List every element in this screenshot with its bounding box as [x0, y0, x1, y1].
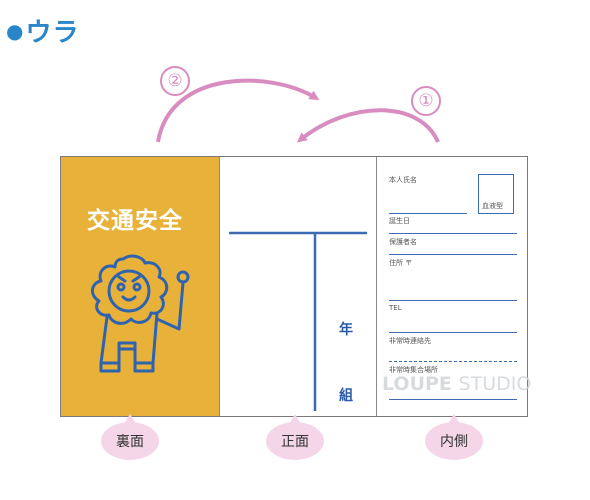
- heading-text: ウラ: [25, 18, 80, 48]
- emergency-meeting-rule: [389, 399, 517, 400]
- address-label: 住所 〒: [389, 259, 413, 267]
- emergency-contact-label: 非常時連絡先: [389, 337, 431, 345]
- bullet-icon: ●: [6, 19, 25, 43]
- front-bubble-label: 正面: [266, 414, 324, 460]
- step-one-number: ①: [411, 86, 441, 116]
- address-rule: [389, 300, 517, 301]
- tel-label: TEL: [389, 304, 402, 312]
- step-two-number: ②: [160, 66, 190, 96]
- back-bubble-label: 裏面: [101, 414, 159, 460]
- guardian-label: 保護者名: [389, 238, 417, 246]
- card-sheet: 交通安全: [60, 156, 528, 417]
- back-panel: 交通安全: [61, 157, 220, 416]
- front-lines: [229, 231, 367, 411]
- name-label: 本人氏名: [389, 176, 417, 184]
- front-bubble: 正面: [266, 414, 324, 460]
- guardian-rule: [389, 254, 517, 255]
- birthday-label: 誕生日: [389, 217, 410, 225]
- inner-bubble-label: 内側: [425, 414, 483, 460]
- page-heading: ●ウラ: [6, 12, 79, 49]
- watermark-text-a: LOUPE: [382, 373, 452, 395]
- arrow-step-one: [296, 108, 440, 143]
- lion-icon: [91, 254, 190, 373]
- emergency-meeting-label: 非常時集合場所: [389, 366, 438, 374]
- watermark: LOUPE STUDIO: [382, 373, 531, 395]
- inner-panel: 本人氏名 血液型 誕生日 保護者名 住所 〒 TEL 非常時連絡先 非常時集合場…: [376, 157, 527, 416]
- blood-type-box: 血液型: [478, 174, 514, 214]
- fold-arrows: [156, 78, 440, 143]
- emergency-contact-rule: [389, 361, 517, 362]
- watermark-text-b: STUDIO: [458, 373, 532, 395]
- arrow-step-two: [156, 78, 320, 143]
- year-label: 年: [339, 322, 353, 338]
- tel-rule: [389, 332, 517, 333]
- birthday-rule: [389, 233, 517, 234]
- name-rule: [389, 213, 467, 214]
- inner-bubble: 内側: [425, 414, 483, 460]
- blood-type-label: 血液型: [482, 202, 503, 210]
- front-panel: 年 組: [219, 157, 377, 416]
- back-bubble: 裏面: [101, 414, 159, 460]
- back-title: 交通安全: [87, 208, 183, 234]
- class-label: 組: [339, 388, 353, 404]
